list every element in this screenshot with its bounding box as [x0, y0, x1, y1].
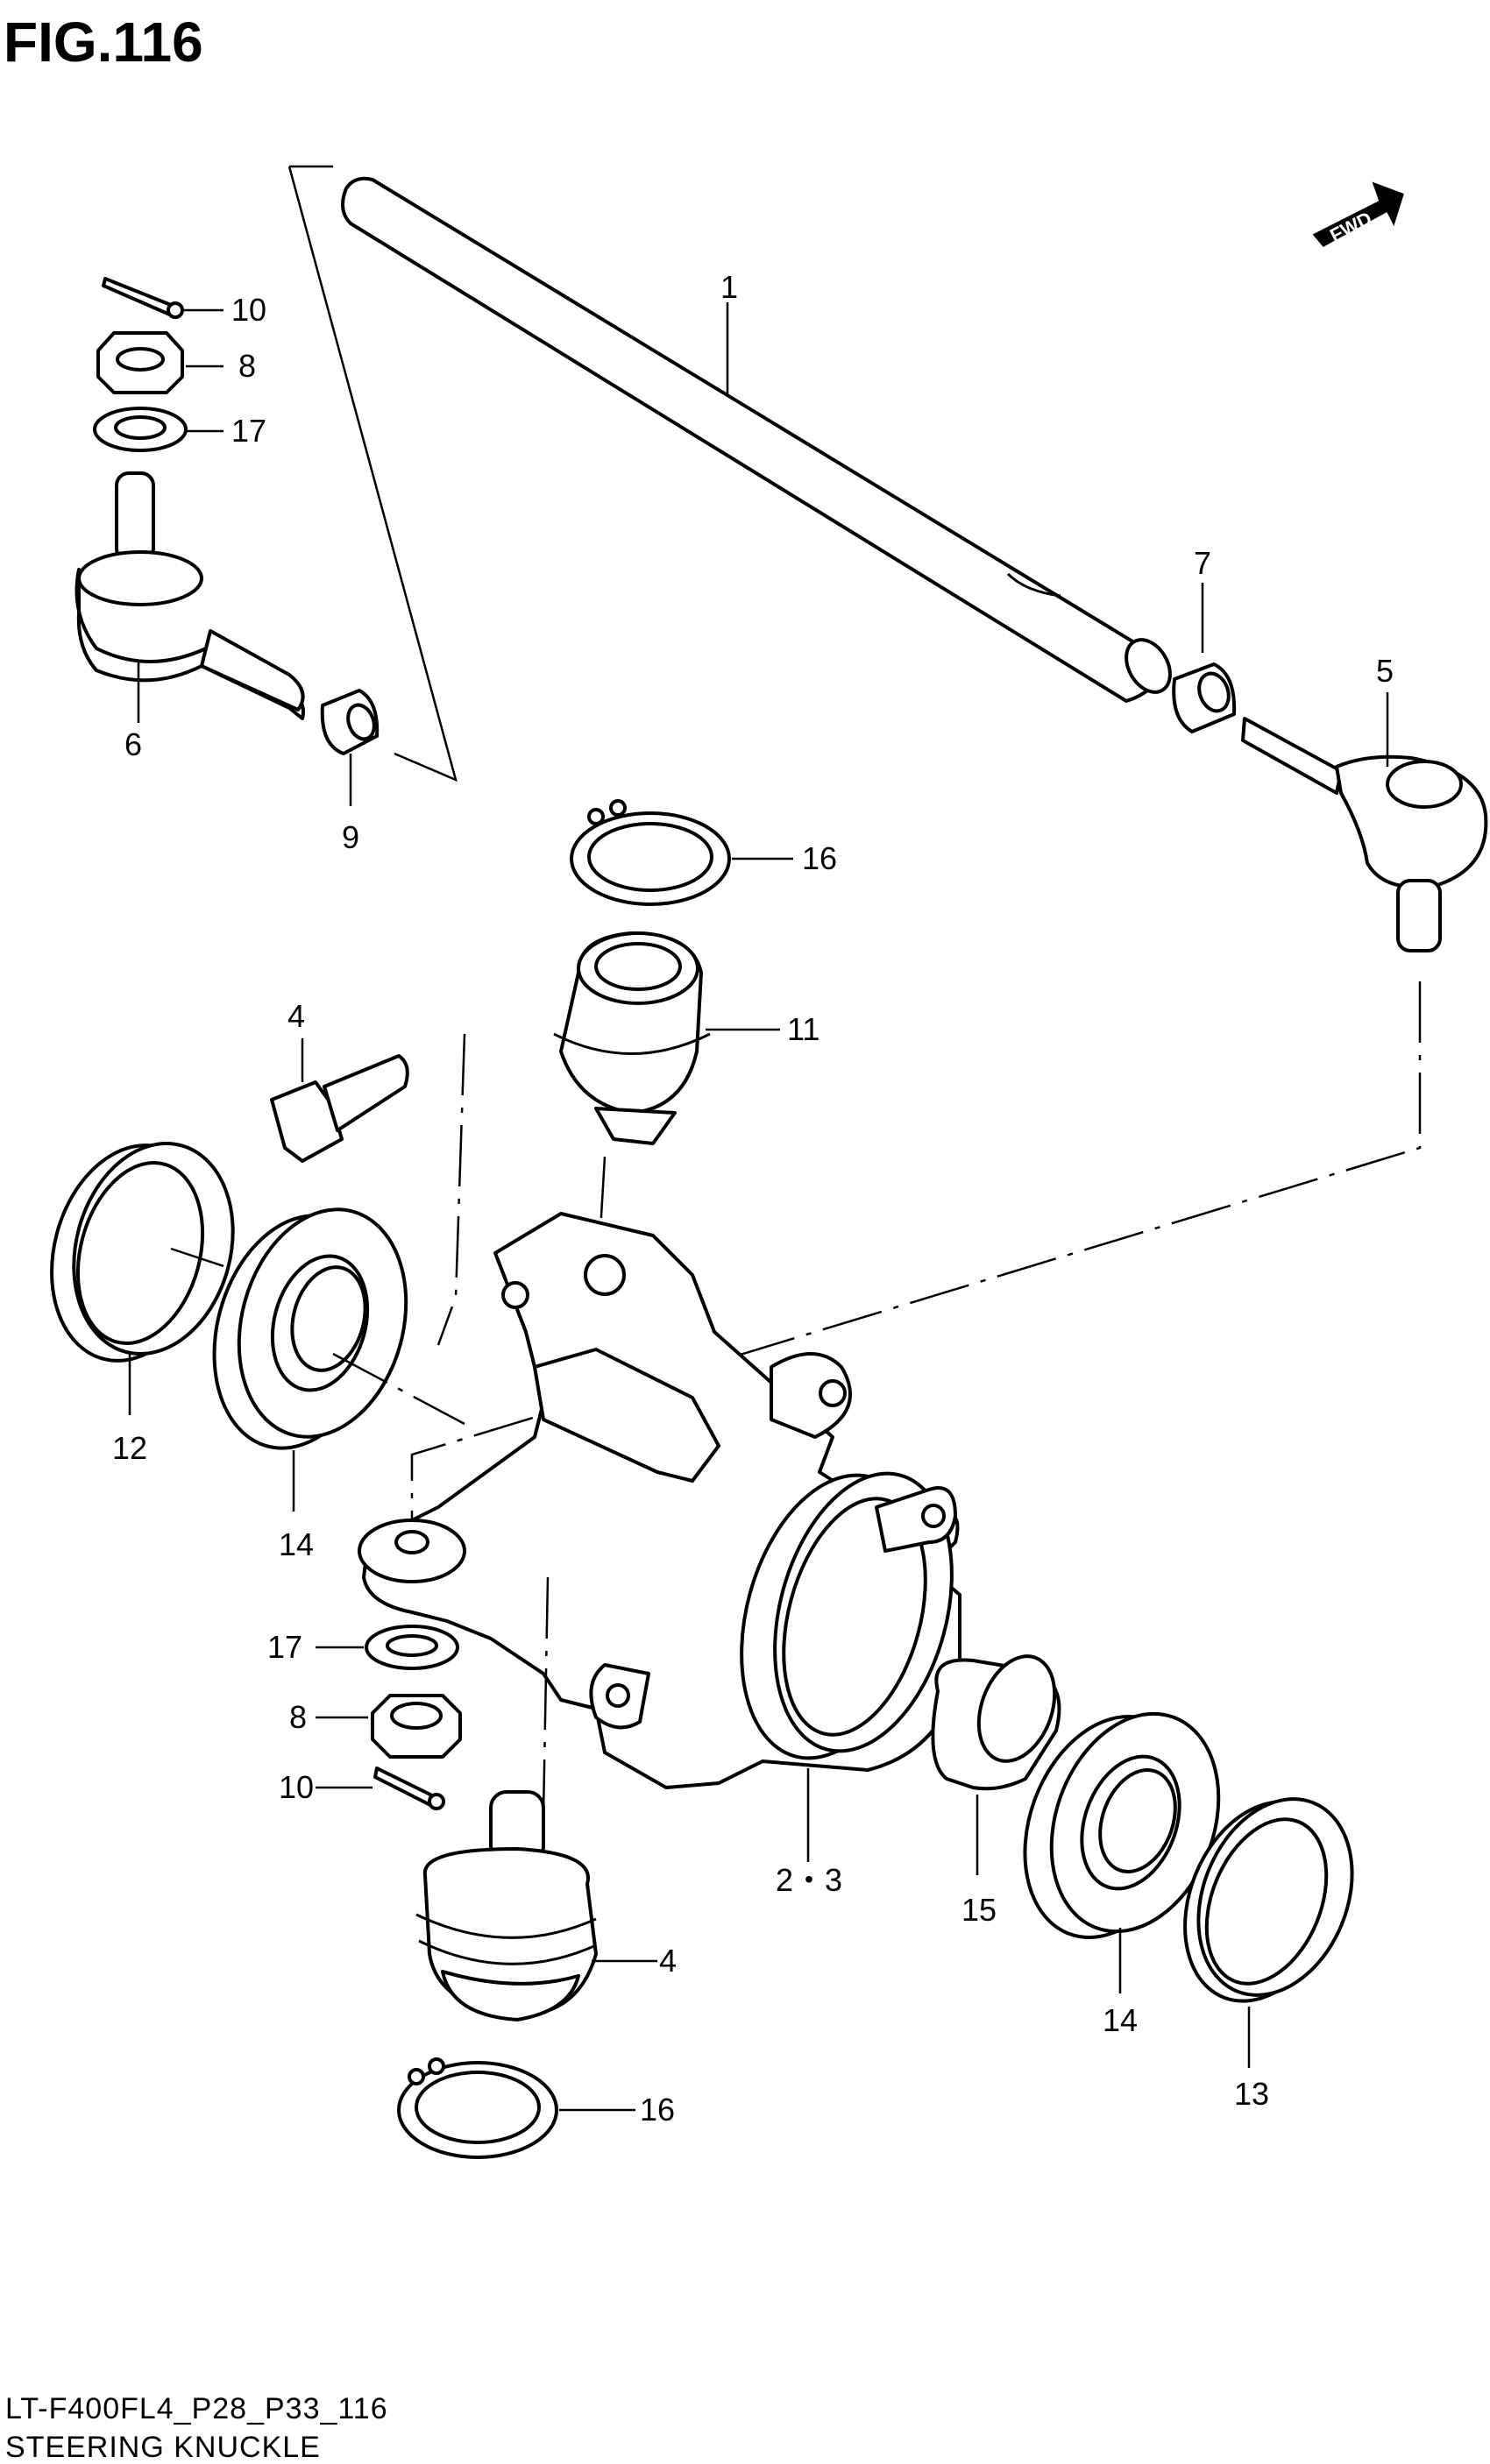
- callout-8b: 8: [289, 1699, 307, 1735]
- bolt: [270, 1054, 409, 1163]
- spacer-collar: [931, 1654, 1061, 1791]
- cotter-pin-bottom: [373, 1767, 445, 1810]
- callout-2-3: 2・3: [776, 1862, 842, 1898]
- centerline-tie-rod-end: [410, 981, 1422, 1551]
- callout-4a: 11: [787, 1011, 820, 1047]
- tie-rod-end-left: [74, 471, 305, 720]
- bearing-right: [1023, 1711, 1221, 1939]
- callout-5: 5: [1376, 653, 1394, 689]
- section-name: STEERING KNUCKLE: [5, 2431, 321, 2464]
- snap-ring-top: [570, 799, 731, 906]
- callout-9: 9: [342, 819, 359, 855]
- callout-17b: 17: [267, 1629, 302, 1665]
- callout-17a: 17: [231, 413, 266, 449]
- steering-knuckle: [358, 1212, 961, 1789]
- fwd-label: FWD: [1326, 207, 1375, 246]
- callout-16a: 16: [802, 840, 837, 876]
- callout-16b: 16: [640, 2092, 675, 2128]
- callout-14b: 14: [1103, 2002, 1138, 2038]
- spacer-left: [320, 689, 380, 755]
- callout-8a: 8: [238, 348, 256, 384]
- guide-line-tie-rod-end: [287, 166, 458, 782]
- forward-direction-icon: FWD: [1312, 181, 1404, 247]
- callout-12: 12: [112, 1430, 147, 1466]
- castle-nut-bottom: [371, 1694, 462, 1759]
- centerline-seal-bearing: [170, 1247, 224, 1268]
- centerline-bearing-knuckle: [332, 1352, 465, 1426]
- snap-ring-bottom: [397, 2057, 558, 2159]
- callout-10a: 10: [231, 292, 266, 328]
- spacer-right: [1172, 662, 1237, 733]
- callout-11: 4: [287, 998, 305, 1034]
- callout-1: 1: [720, 269, 738, 305]
- tie-rod: [341, 176, 1172, 703]
- centerline-bolt: [436, 1033, 466, 1346]
- tie-rod-end-right: [1241, 717, 1488, 952]
- washer-top: [93, 407, 188, 452]
- bearing-left: [212, 1207, 408, 1450]
- centerline-knuckle-ball-joint: [542, 1576, 550, 1815]
- callout-4b: 4: [659, 1943, 677, 1979]
- castle-nut-top: [96, 331, 184, 394]
- oil-seal-left: [50, 1141, 235, 1363]
- model-code: LT-F400FL4_P28_P33_116: [5, 2392, 388, 2425]
- washer-bottom: [365, 1625, 459, 1670]
- figure-title: FIG.116: [4, 11, 203, 74]
- callout-13: 13: [1234, 2076, 1269, 2112]
- callout-15: 15: [961, 1892, 997, 1928]
- cotter-pin-top: [102, 277, 184, 319]
- callout-10b: 10: [279, 1769, 314, 1805]
- ball-joint-bottom: [415, 1790, 598, 2021]
- callout-7: 7: [1194, 545, 1211, 581]
- oil-seal-right: [1183, 1797, 1354, 2003]
- ball-joint-top: [553, 931, 711, 1145]
- callout-14a: 14: [279, 1526, 314, 1562]
- callout-6: 6: [124, 726, 142, 762]
